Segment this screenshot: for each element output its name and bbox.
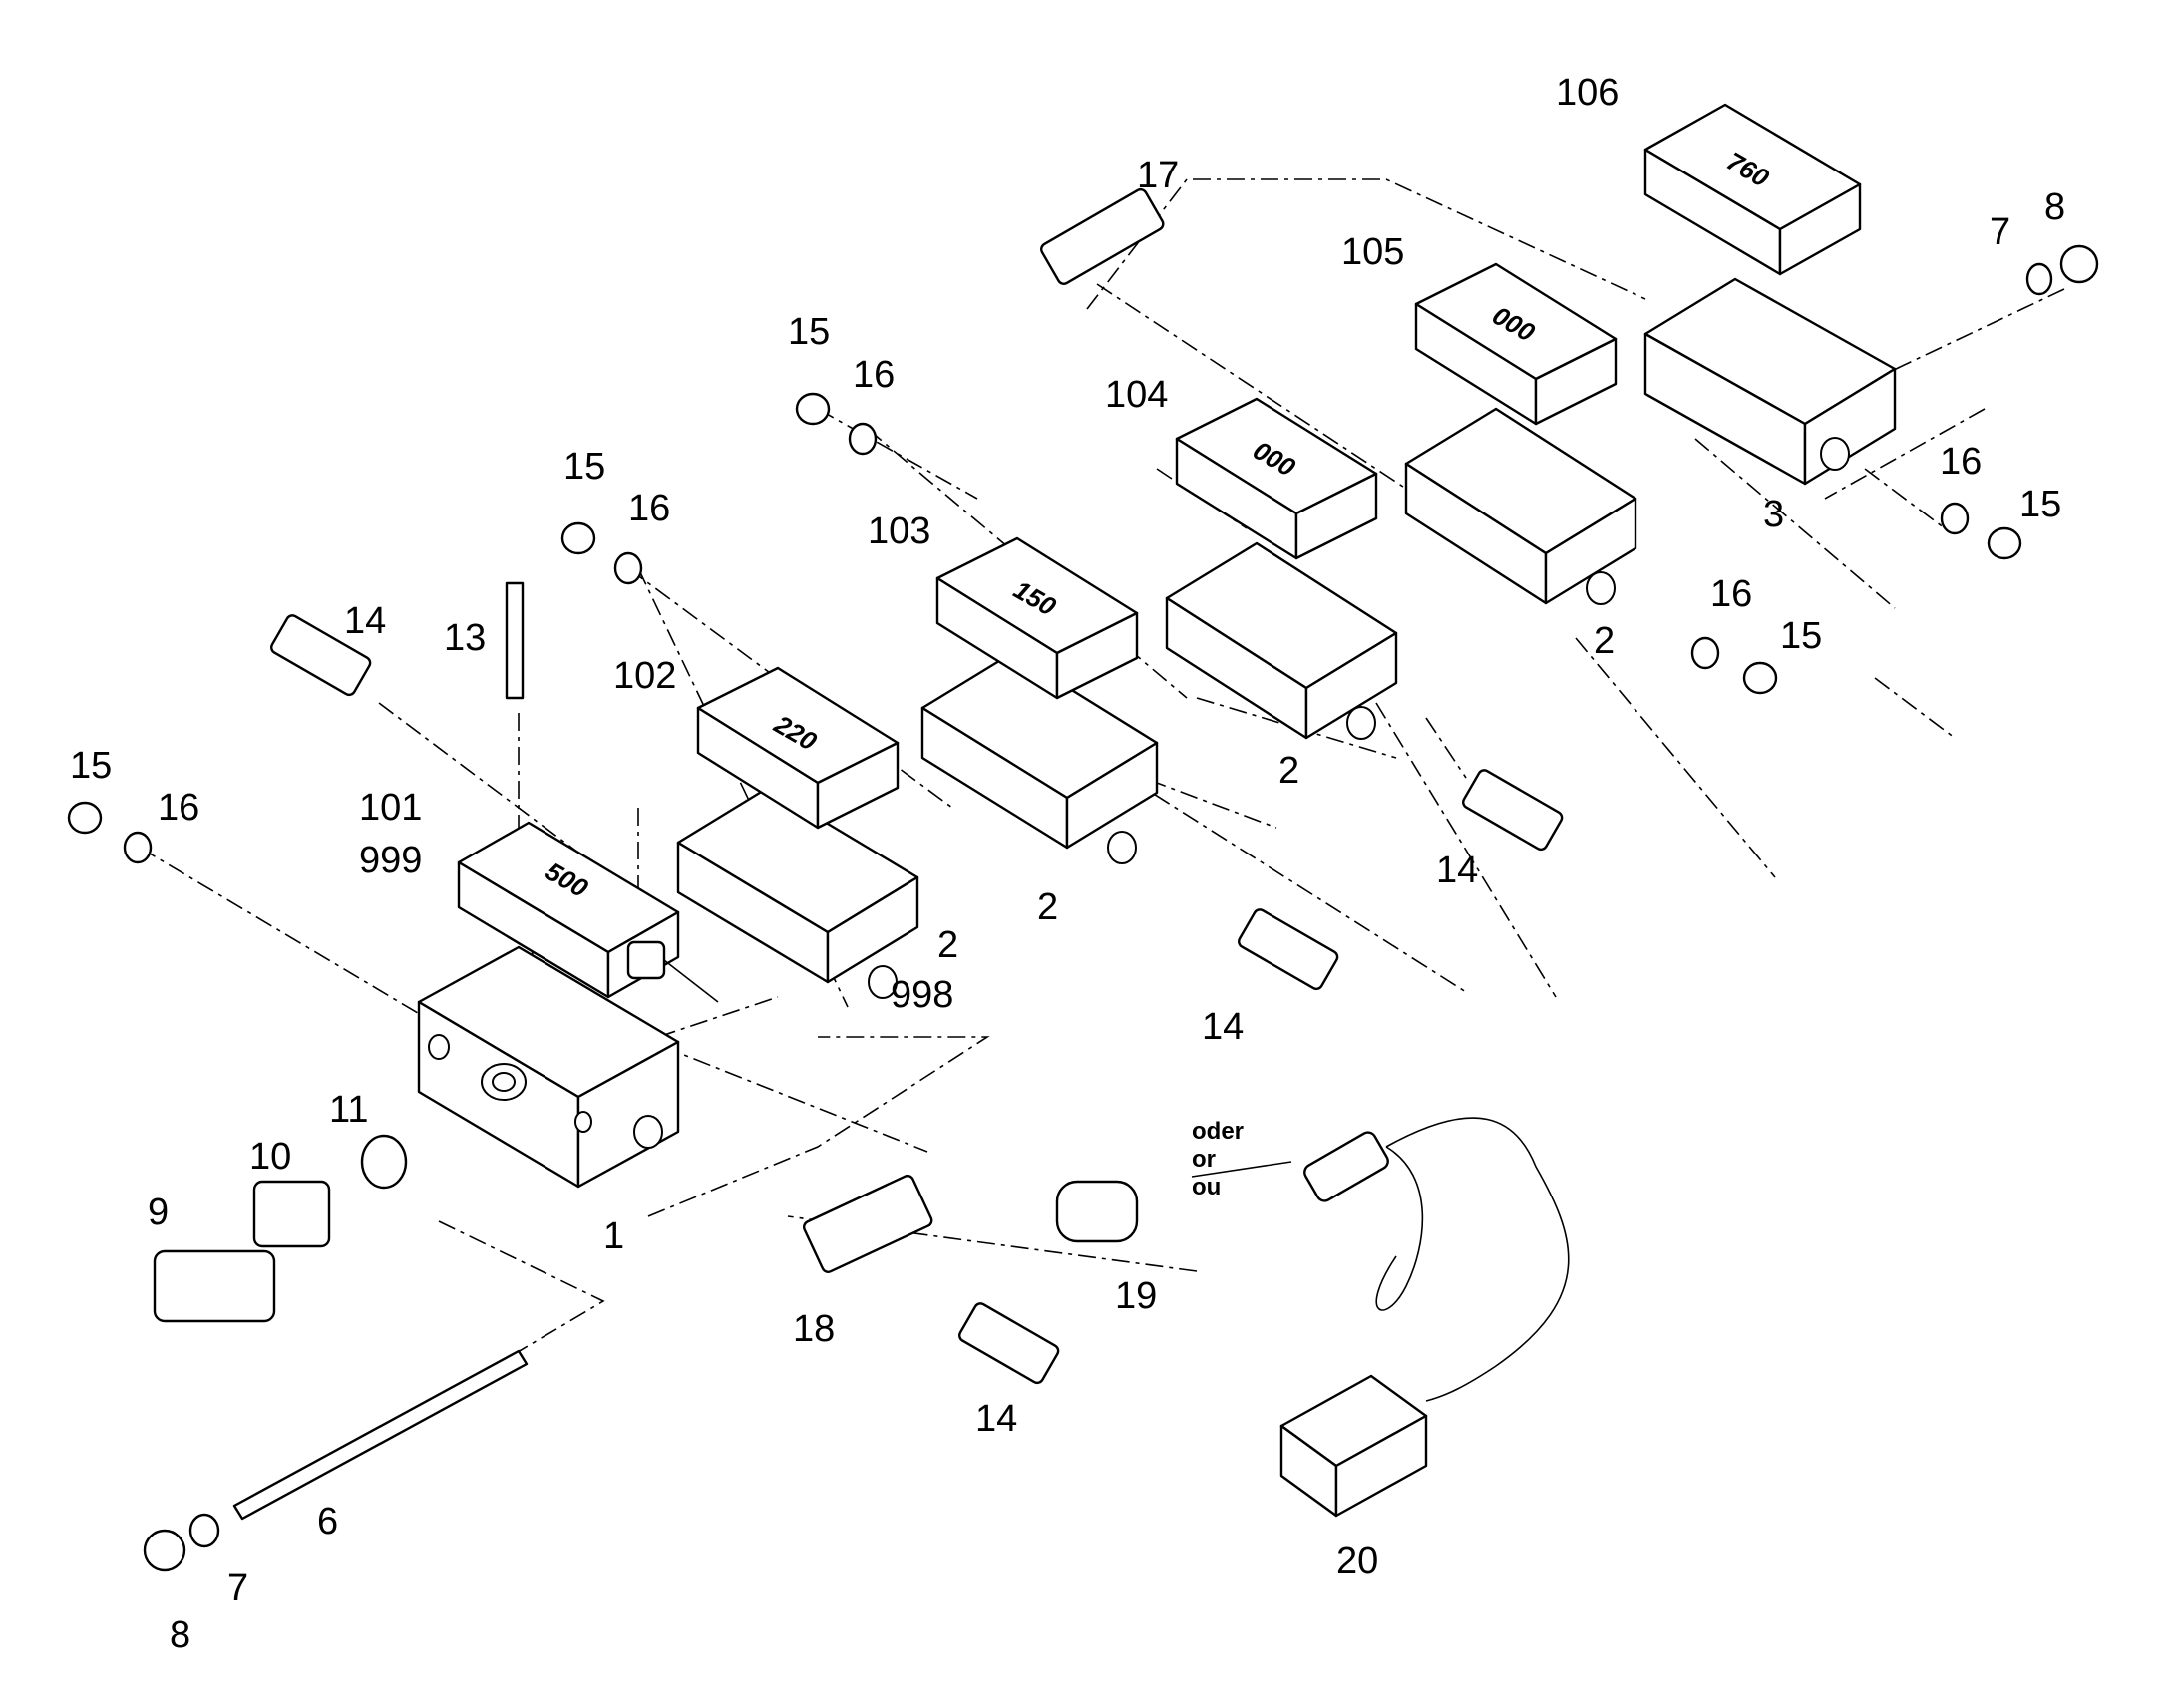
callout: 18 <box>793 1308 835 1350</box>
valve-block-106: 760 <box>1643 103 1862 276</box>
valve-block-103: 150 <box>935 536 1139 700</box>
callout: 17 <box>1137 155 1179 196</box>
callout: 16 <box>158 787 199 829</box>
callout: 1 <box>603 1215 624 1257</box>
note-line-3: ou <box>1192 1174 1221 1200</box>
callout: 6 <box>317 1501 338 1542</box>
callout: 998 <box>891 974 953 1016</box>
callout: 16 <box>628 488 670 529</box>
callout: 2 <box>1594 620 1615 662</box>
callout: 103 <box>868 511 930 552</box>
callout: 106 <box>1556 72 1619 114</box>
callout: 999 <box>359 840 422 881</box>
valve-block-104: 000 <box>1175 397 1378 560</box>
valve-block-3 <box>1643 277 1897 486</box>
note-line-2: or <box>1192 1146 1216 1173</box>
callout-labels: 106 17 8 7 105 15 16 104 16 15 3 15 16 1… <box>70 72 2065 1656</box>
valve-base-block-1 <box>417 945 680 1189</box>
hardware-pieces <box>67 187 2099 1572</box>
valve-block-101: 500 <box>457 821 719 1003</box>
callout: 7 <box>1990 211 2010 253</box>
callout: 104 <box>1105 374 1168 416</box>
note-line-1: oder <box>1192 1118 1244 1145</box>
valve-block-102: 220 <box>696 666 900 830</box>
callout: 13 <box>444 617 486 659</box>
alternative-note: oder or ou <box>1192 1118 1244 1200</box>
callout: 14 <box>1436 850 1478 891</box>
callout: 8 <box>2044 186 2065 228</box>
callout: 16 <box>853 354 895 396</box>
callout: 16 <box>1710 573 1752 615</box>
callout: 101 <box>359 787 422 829</box>
callout: 14 <box>975 1398 1017 1440</box>
callout: 20 <box>1336 1540 1378 1582</box>
callout: 15 <box>70 745 112 787</box>
callout: 11 <box>329 1089 368 1131</box>
callout: 19 <box>1115 1275 1157 1317</box>
callout: 2 <box>1278 750 1299 792</box>
callout: 2 <box>1037 886 1058 928</box>
callout: 8 <box>170 1614 190 1656</box>
callout: 105 <box>1341 231 1404 273</box>
callout: 7 <box>227 1567 248 1609</box>
callout: 102 <box>613 655 676 697</box>
callout: 15 <box>1780 615 1822 657</box>
callout: 16 <box>1940 441 1982 483</box>
valve-block-2-top <box>1404 407 1637 605</box>
callout: 15 <box>563 446 605 488</box>
callout: 15 <box>2019 484 2061 525</box>
callout: 14 <box>344 600 386 642</box>
callout: 9 <box>148 1192 169 1233</box>
callout: 15 <box>788 311 830 353</box>
valve-block-2-middle <box>920 651 1159 864</box>
valve-block-2-lower <box>676 786 919 999</box>
callout: 3 <box>1763 494 1784 535</box>
callout: 14 <box>1202 1006 1244 1048</box>
callout: 2 <box>937 924 958 966</box>
callout: 10 <box>249 1136 291 1178</box>
valve-block-2-upper <box>1165 541 1398 740</box>
valve-block-105: 000 <box>1414 262 1618 426</box>
